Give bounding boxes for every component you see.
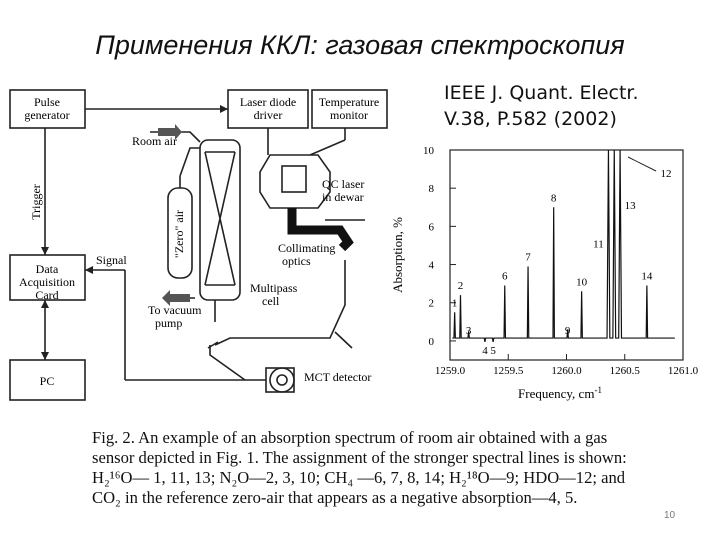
caption-line-1: Fig. 2. An example of an absorption spec… [92, 428, 608, 447]
y-tick-label: 2 [429, 298, 435, 310]
y-tick-label: 0 [429, 336, 435, 348]
signal-label: Signal [96, 253, 127, 267]
mct-detector-label: MCT detector [304, 370, 371, 384]
zero-air-label: "Zero" air [172, 210, 186, 258]
peak-label-14: 14 [641, 271, 653, 283]
caption-line-4: CO₂ in the reference zero-air that appea… [92, 488, 578, 507]
label-12-leader [627, 156, 657, 172]
x-tick-label: 1261.0 [668, 365, 699, 377]
peak-label-6: 6 [502, 271, 508, 283]
room-air-label: Room air [132, 134, 177, 148]
x-tick-label: 1260.0 [551, 365, 582, 377]
pc-label: PC [40, 374, 55, 388]
peak-label-4: 4 [482, 345, 488, 357]
daq-card-box [9, 254, 86, 301]
x-tick-label: 1259.5 [493, 365, 524, 377]
peak-label-12: 12 [661, 168, 672, 180]
reference-volume: V.38, P.582 (2002) [444, 108, 617, 130]
y-tick-label: 4 [429, 260, 435, 272]
peak-label-13: 13 [625, 200, 637, 212]
caption-line-3: H₂¹⁶O— 1, 11, 13; N₂O—2, 3, 10; CH₄ —6, … [92, 468, 626, 487]
peak-label-11: 11 [593, 238, 604, 250]
x-tick-label: 1260.5 [610, 365, 641, 377]
peak-label-10: 10 [576, 276, 588, 288]
peak-label-2: 2 [458, 280, 464, 292]
peak-label-5: 5 [490, 345, 496, 357]
page-number: 10 [664, 510, 676, 521]
peak-label-8: 8 [551, 192, 557, 204]
y-tick-label: 6 [429, 221, 435, 233]
y-tick-label: 10 [423, 145, 435, 157]
x-tick-label: 1259.0 [435, 365, 466, 377]
pc-box [9, 359, 86, 401]
x-axis-label: Frequency, cm-1 [518, 385, 602, 401]
spectrum-series-line [452, 149, 675, 342]
peak-label-3: 3 [466, 325, 472, 337]
reference-journal: IEEE J. Quant. Electr. [444, 82, 639, 104]
trigger-label: Trigger [29, 184, 43, 220]
peak-label-9: 9 [565, 325, 571, 337]
figure-caption: Fig. 2. An example of an absorption spec… [92, 428, 712, 508]
caption-line-2: sensor depicted in Fig. 1. The assignmen… [92, 448, 627, 467]
peak-label-7: 7 [525, 251, 531, 263]
y-axis-label: Absorption, % [390, 217, 405, 293]
peak-label-1: 1 [452, 297, 458, 309]
slide-title: Применения ККЛ: газовая спектроскопия [95, 30, 625, 60]
y-tick-label: 8 [429, 183, 435, 195]
temperature-monitor-box [311, 89, 388, 129]
